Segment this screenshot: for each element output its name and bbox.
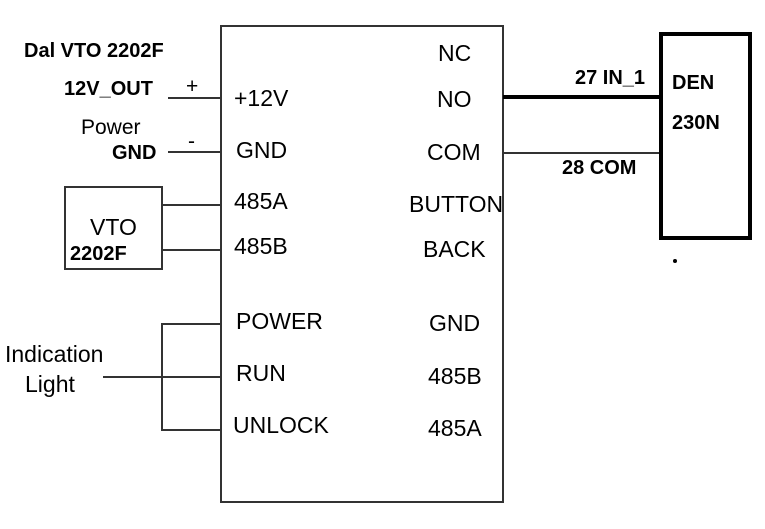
lock-in-label: 27 IN_1 — [575, 67, 646, 89]
pin-gnd-right: GND — [429, 310, 481, 336]
pin-485b-left: 485B — [234, 233, 288, 259]
pin-gnd-left: GND — [236, 137, 288, 163]
power-title: Power — [81, 116, 141, 139]
vto-model-label: 2202F — [70, 243, 127, 265]
pin-unlock: UNLOCK — [233, 412, 329, 438]
pin-power: POWER — [236, 308, 323, 334]
indication-label-line1: Indication — [5, 341, 104, 367]
stray-dot — [673, 259, 677, 263]
pin-12v: +12V — [234, 85, 289, 111]
pin-back: BACK — [423, 236, 486, 262]
pin-485b-right: 485B — [428, 363, 482, 389]
pin-run: RUN — [236, 360, 286, 386]
lock-device-box — [659, 32, 752, 240]
vto-label: VTO — [90, 214, 137, 240]
lock-model-line1: DEN — [672, 72, 715, 94]
pin-button: BUTTON — [409, 191, 504, 217]
pin-485a-right: 485A — [428, 415, 482, 441]
lock-com-label: 28 COM — [562, 157, 637, 179]
controller-module-box — [220, 25, 504, 503]
pin-no: NO — [437, 86, 472, 112]
pin-com: COM — [427, 139, 481, 165]
vto-device-box — [64, 186, 163, 270]
power-out-label: 12V_OUT — [64, 78, 153, 100]
indication-label-line2: Light — [25, 371, 75, 397]
pin-nc: NC — [438, 40, 472, 66]
power-plus-sign: + — [186, 75, 199, 98]
pin-485a-left: 485A — [234, 188, 288, 214]
device-label: Dal VTO 2202F — [24, 40, 164, 62]
power-minus-sign: - — [188, 130, 195, 153]
power-gnd-label: GND — [112, 142, 157, 164]
lock-model-line2: 230N — [672, 112, 720, 134]
